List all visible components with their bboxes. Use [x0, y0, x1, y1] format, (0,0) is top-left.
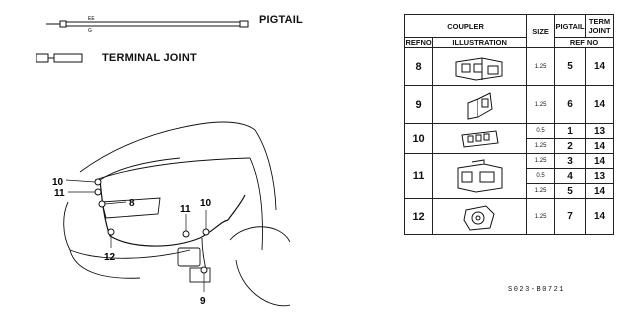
header-ref-no-sub: REF NO — [554, 37, 614, 48]
callout-12: 12 — [104, 252, 116, 263]
svg-text:G: G — [88, 28, 92, 32]
pigtail-ref-cell: 2 — [554, 138, 587, 154]
terminal-joint-legend: TERMINAL JOINT — [36, 52, 197, 64]
pigtail-ref-cell: 6 — [554, 85, 587, 124]
callout-11-left: 11 — [54, 188, 65, 199]
size-cell: 1.25 — [526, 153, 556, 169]
ref-no-cell: 11 — [403, 153, 434, 199]
table-row: 8 1.25 5 14 — [403, 47, 614, 86]
svg-text:EE: EE — [88, 16, 95, 22]
header-term-joint: TERM JOINT — [585, 14, 614, 38]
coupler-12-icon — [463, 204, 495, 231]
size-cell: 1.25 — [526, 47, 556, 86]
illustration-cell — [432, 198, 528, 235]
pigtail-icon: EE G — [46, 16, 249, 32]
connector-11-right — [182, 230, 190, 238]
illustration-cell — [432, 85, 528, 124]
connector-10-left — [94, 178, 102, 186]
callout-10-right: 10 — [200, 198, 212, 209]
connector-9 — [200, 266, 208, 274]
term-joint-ref-cell: 13 — [585, 123, 614, 139]
connector-12 — [107, 228, 115, 236]
term-joint-ref-cell: 14 — [585, 153, 614, 169]
pigtail-legend: EE G PIGTAIL — [46, 14, 303, 32]
header-size: SIZE — [526, 14, 556, 48]
car-front-diagram: 10 11 8 12 11 10 9 — [52, 121, 290, 307]
coupler-11-icon — [457, 159, 503, 193]
illustration-cell — [432, 123, 528, 154]
pigtail-ref-cell: 7 — [554, 198, 587, 235]
table-row: 10 0.5 1 13 — [403, 123, 614, 154]
term-joint-ref-cell: 14 — [585, 198, 614, 235]
pigtail-ref-cell: 1 — [554, 123, 587, 139]
connector-8 — [98, 200, 106, 208]
term-joint-ref-cell: 14 — [585, 138, 614, 154]
coupler-9-icon — [467, 91, 493, 120]
callout-8: 8 — [129, 198, 135, 209]
pigtail-ref-cell: 3 — [554, 153, 587, 169]
pigtail-ref-cell: 5 — [554, 183, 587, 199]
pigtail-label: PIGTAIL — [259, 14, 303, 26]
table-row: 9 1.25 6 14 — [403, 85, 614, 124]
header-illustration: ILLUSTRATION — [432, 37, 528, 48]
callout-11-right: 11 — [180, 204, 191, 215]
size-cell: 1.25 — [526, 85, 556, 124]
illustration-cell — [432, 153, 528, 199]
ref-no-cell: 10 — [403, 123, 434, 154]
size-cell: 1.25 — [526, 198, 556, 235]
header-ref-no: REFNO — [403, 37, 434, 48]
table-row: 11 1.25 3 14 — [403, 153, 614, 199]
size-cell: 1.25 — [526, 138, 556, 154]
illustration-cell — [432, 47, 528, 86]
connector-10-right — [202, 228, 210, 236]
terminal-joint-icon — [36, 53, 83, 63]
coupler-10-icon — [461, 129, 499, 148]
ref-no-cell: 8 — [403, 47, 434, 86]
header-pigtail: PIGTAIL — [554, 14, 587, 38]
size-cell: 0.5 — [526, 123, 556, 139]
header-coupler: COUPLER — [403, 14, 528, 38]
size-cell: 1.25 — [526, 183, 556, 199]
pigtail-ref-cell: 4 — [554, 168, 587, 184]
connector-11-left — [94, 188, 102, 196]
coupler-reference-table: COUPLER SIZE PIGTAIL TERM JOINT REFNO IL… — [403, 14, 614, 235]
size-cell: 0.5 — [526, 168, 556, 184]
pigtail-ref-cell: 5 — [554, 47, 587, 86]
ref-no-cell: 9 — [403, 85, 434, 124]
callout-9: 9 — [200, 296, 206, 307]
hood-edge — [79, 121, 256, 173]
ref-no-cell: 12 — [403, 198, 434, 235]
term-joint-ref-cell: 14 — [585, 183, 614, 199]
callout-10-left: 10 — [52, 177, 64, 188]
table-row: 12 1.25 7 14 — [403, 198, 614, 235]
terminal-joint-label: TERMINAL JOINT — [102, 52, 197, 64]
term-joint-ref-cell: 14 — [585, 85, 614, 124]
part-code: S023-B0721 — [508, 286, 566, 294]
term-joint-ref-cell: 14 — [585, 47, 614, 86]
coupler-8-icon — [455, 56, 503, 81]
term-joint-ref-cell: 13 — [585, 168, 614, 184]
